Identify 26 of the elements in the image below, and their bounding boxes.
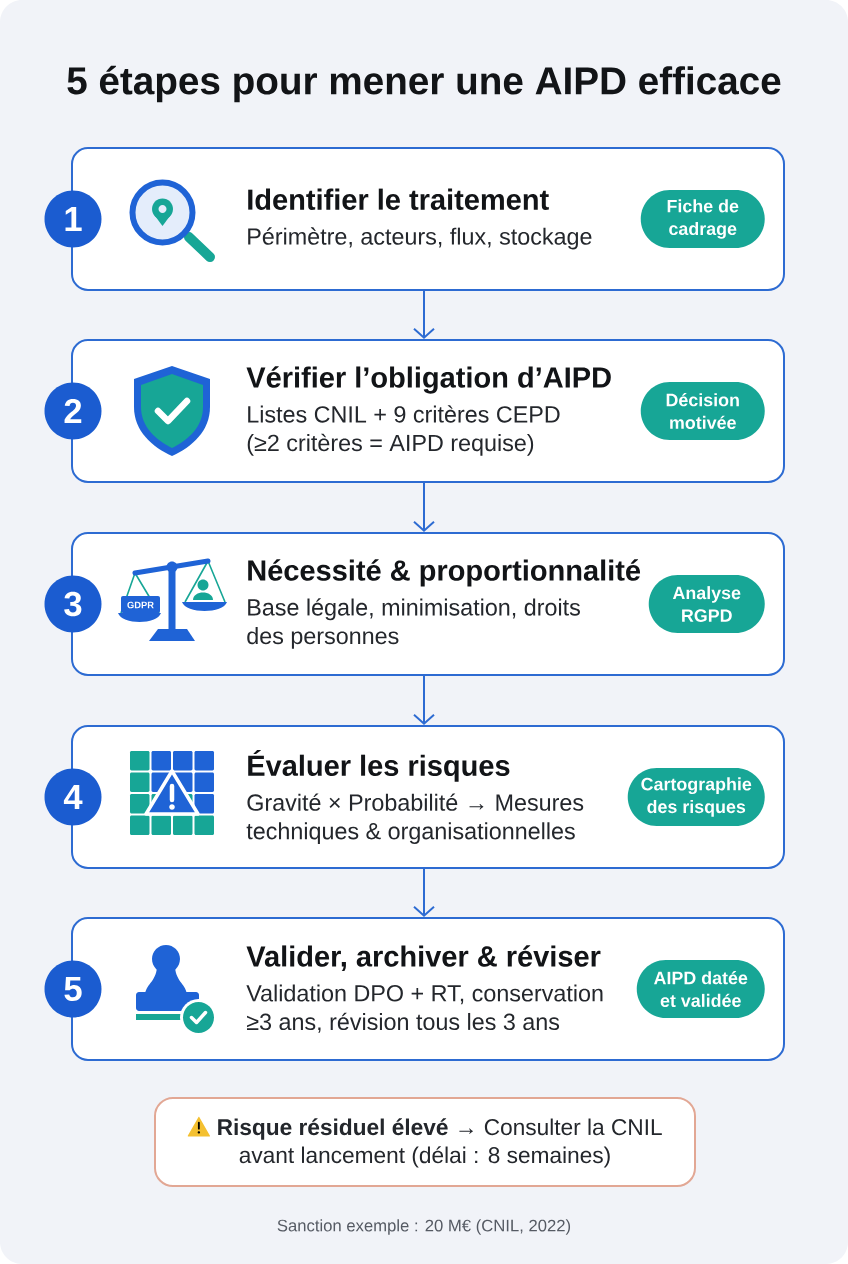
step-description: Périmètre, acteurs, flux, stockage xyxy=(248,227,592,250)
arrow xyxy=(413,290,435,339)
step-title: Nécessité & proportionnalité xyxy=(248,559,641,587)
step-description: Listes CNIL + 9 critères CEPD (≥2 critères = AIPD requise) xyxy=(247,405,560,456)
step-number: 4 xyxy=(44,768,102,826)
step-number: 2 xyxy=(44,382,102,440)
step-title: Vérifier l’obligation d’AIPD xyxy=(246,366,611,394)
step-description: Base légale, minimisation, droits des personnes xyxy=(247,598,580,649)
arrow xyxy=(413,482,435,532)
title: 5 étapes pour mener une AIPD efficace xyxy=(67,65,781,103)
icon-label: GDPR xyxy=(127,601,154,609)
deliverable-badge: Fiche de cadrage xyxy=(640,190,765,248)
step-title: Identifier le traitement xyxy=(248,188,549,210)
footnote: Sanction exemple : 20 M€ (CNIL, 2022) xyxy=(277,1219,571,1235)
arrow xyxy=(413,868,435,917)
step-number: 3 xyxy=(44,575,102,633)
step-number: 5 xyxy=(44,960,102,1018)
deliverable-badge: Analyse RGPD xyxy=(648,575,765,633)
step-number: 1 xyxy=(44,190,102,248)
step-title: Valider, archiver & réviser xyxy=(246,945,601,971)
warning-callout: Risque résiduel élevé → Consulter la CNIL avant lancement (délai : 8 semaines) xyxy=(154,1097,696,1187)
deliverable-badge: Décision motivée xyxy=(640,382,765,440)
step-description: Gravité × Probabilité → Mesures techniques & organisationnelles xyxy=(246,793,584,844)
step-description: Validation DPO + RT, conservation ≥3 ans, révision tous les 3 ans xyxy=(246,984,603,1033)
step-title: Évaluer les risques xyxy=(248,750,510,782)
arrow xyxy=(413,675,435,725)
